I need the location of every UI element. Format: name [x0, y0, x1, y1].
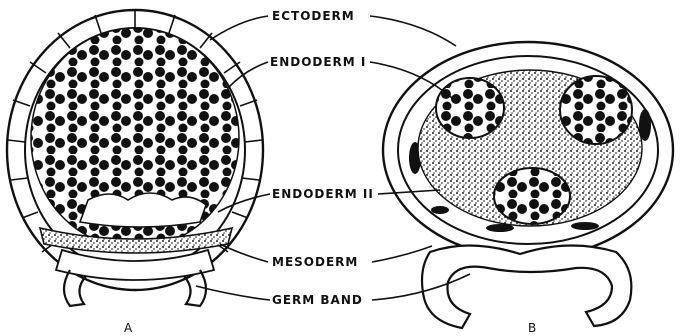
embryo-a [7, 10, 263, 306]
label-endoderm-i: ENDODERM I [270, 55, 366, 69]
caption-a: A [124, 321, 133, 335]
leader-mesoderm-b [372, 246, 432, 262]
embryo-b [383, 42, 673, 328]
label-endoderm-ii: ENDODERM II [272, 187, 374, 201]
leader-germ-band-a [196, 286, 270, 300]
leader-ectoderm-b [370, 16, 456, 46]
caption-b: B [528, 321, 536, 335]
label-mesoderm: MESODERM [272, 255, 358, 269]
label-ectoderm: ECTODERM [272, 9, 355, 23]
label-germ-band: GERM BAND [272, 293, 363, 307]
embryo-b-germ-band [422, 245, 631, 328]
leader-mesoderm-a [220, 244, 268, 262]
embryo-a-endoderm-ii [80, 193, 206, 227]
leader-ectoderm-a [210, 16, 268, 40]
